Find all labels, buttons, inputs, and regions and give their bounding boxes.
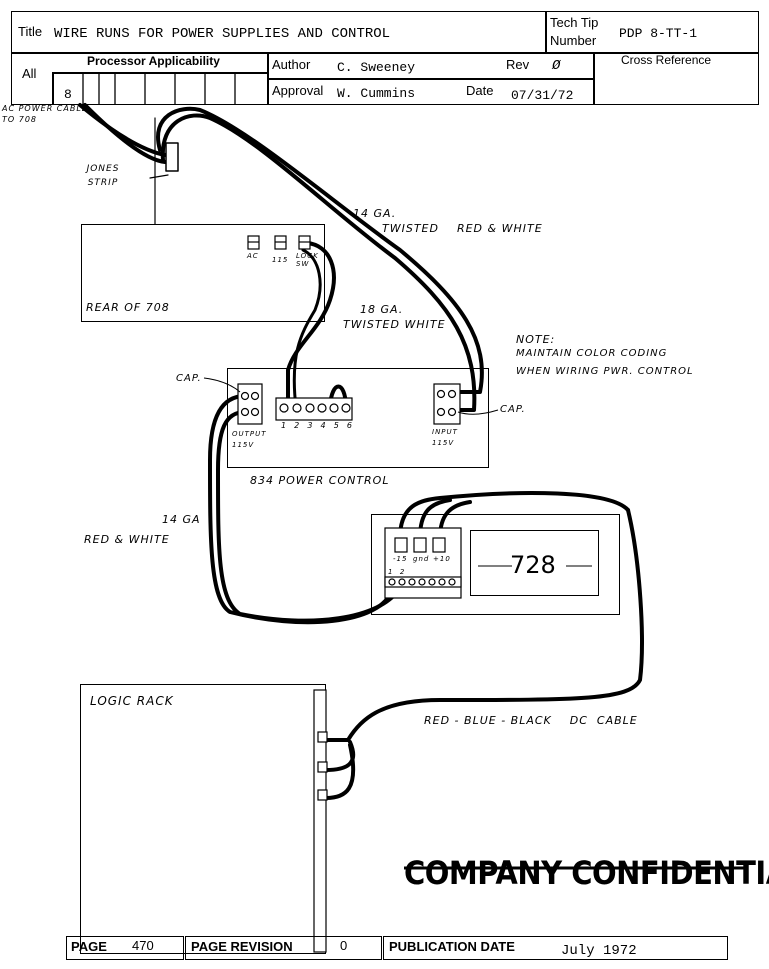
approval-label: Approval [272, 83, 324, 98]
cap-right-label: CAP. [500, 404, 526, 415]
terminal-gnd: gnd [413, 555, 430, 563]
page-value: 470 [132, 938, 154, 953]
14ga-left-label: 14 GA [162, 513, 201, 526]
approval-value: W. Cummins [337, 86, 416, 101]
terminal-minus15: -15 [393, 555, 408, 563]
page-revision-label: PAGE REVISION [191, 939, 293, 954]
page-label: PAGE [71, 939, 107, 954]
author-label: Author [272, 57, 311, 72]
publication-date-box [383, 936, 728, 960]
twisted-white-label: TWISTED WHITE [343, 318, 446, 331]
date-label: Date [466, 83, 494, 98]
all-label: All [22, 66, 37, 81]
output-label: OUTPUT 115V [232, 430, 267, 449]
header-vline [52, 72, 54, 104]
terminal-plus10: +10 [433, 555, 451, 563]
page-revision-box [185, 936, 382, 960]
logic-rack-label: LOGIC RACK [90, 694, 174, 708]
header-frame [11, 11, 759, 105]
ac-power-label: AC POWER CABLE TO 708 [2, 104, 88, 124]
rear-708-box [81, 224, 325, 322]
power-control-label: 834 POWER CONTROL [250, 474, 390, 487]
title-label: Title [18, 24, 43, 39]
page-box [66, 936, 184, 960]
header-hline [52, 72, 268, 74]
dc-supply-box [371, 514, 620, 615]
dc-cable-label: RED - BLUE - BLACK DC CABLE [424, 714, 638, 727]
115-switch-label: 115 [272, 256, 289, 264]
display-728: 728 [510, 551, 556, 579]
publication-date-label: PUBLICATION DATE [389, 939, 515, 954]
terminal-1-2: 1 2 [388, 568, 406, 576]
page-revision-value: 0 [340, 938, 348, 953]
author-value: C. Sweeney [337, 60, 416, 75]
publication-date-value: July 1972 [561, 943, 637, 959]
terminal-numbers: 1 2 3 4 5 6 [281, 421, 353, 430]
date-value: 07/31/72 [511, 88, 574, 103]
twisted-red-white-label: TWISTED RED & WHITE [382, 222, 543, 235]
red-white-left-label: RED & WHITE [84, 533, 170, 546]
jones-strip-label: JONES STRIP [86, 164, 120, 188]
18ga-label: 18 GA. [360, 303, 404, 316]
header-vline [545, 11, 547, 53]
company-confidential-stamp: COMPANY CONFIDENTIAL [404, 854, 769, 892]
note-line-2: WHEN WIRING PWR. CONTROL [516, 366, 694, 377]
tech-tip-number-label: Number [550, 33, 597, 48]
note-line-1: MAINTAIN COLOR CODING [516, 348, 668, 359]
processor-value: 8 [64, 87, 72, 102]
tech-tip-label: Tech Tip [550, 15, 599, 30]
header-hline [267, 78, 594, 80]
14ga-label: 14 GA. [353, 207, 397, 220]
input-label: INPUT 115V [432, 428, 458, 447]
title-value: WIRE RUNS FOR POWER SUPPLIES AND CONTROL [54, 26, 391, 42]
lock-sw-label: LOCK SW [296, 252, 319, 268]
cap-left-label: CAP. [176, 373, 202, 384]
tech-tip-number: PDP 8-TT-1 [619, 26, 698, 41]
728-display-box [470, 530, 599, 596]
header-divider [11, 52, 759, 54]
cross-reference-label: Cross Reference [621, 53, 712, 67]
ac-switch-label: AC [247, 252, 259, 260]
note-title: NOTE: [516, 333, 556, 346]
processor-label: Processor Applicability [87, 54, 220, 68]
rev-value: Ø [552, 58, 561, 74]
rear-708-label: REAR OF 708 [86, 301, 170, 314]
rev-label: Rev [506, 57, 530, 72]
